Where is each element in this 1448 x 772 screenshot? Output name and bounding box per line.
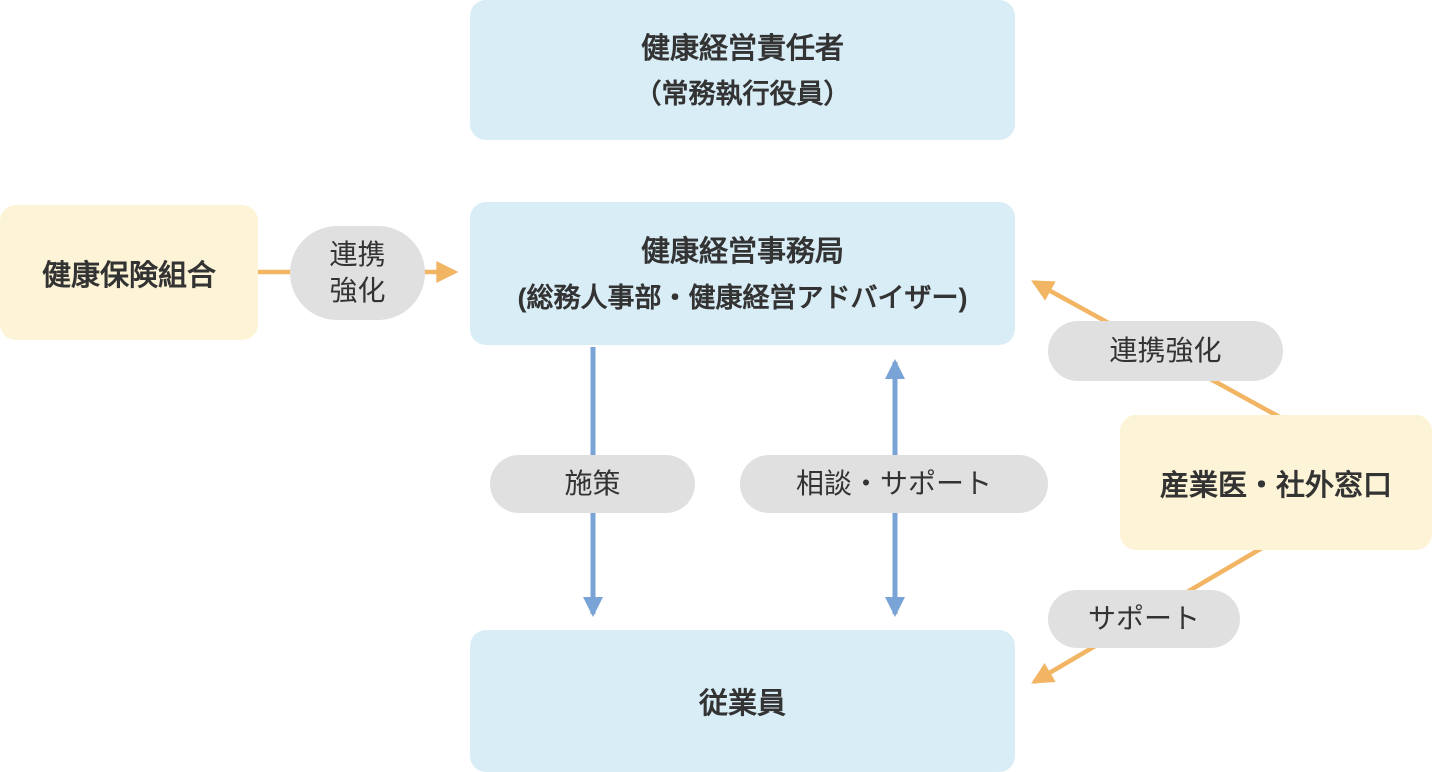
label-cooperation-right: 連携強化: [1048, 321, 1283, 381]
label-support: サポート: [1048, 590, 1240, 648]
label-cooperation-left-line1: 連携: [329, 238, 386, 270]
label-cooperation-right-text: 連携強化: [1109, 334, 1222, 366]
node-health-officer: 健康経営責任者 （常務執行役員）: [470, 0, 1015, 140]
node-office: 健康経営事務局 (総務人事部・健康経営アドバイザー): [470, 202, 1015, 345]
node-employees-label: 従業員: [698, 688, 786, 720]
label-measures-text: 施策: [564, 467, 621, 499]
node-health-officer-subtitle: （常務執行役員）: [634, 79, 851, 110]
node-external-contact-label: 産業医・社外窓口: [1159, 469, 1392, 502]
label-consultation-support-text: 相談・サポート: [795, 467, 992, 499]
label-consultation-support: 相談・サポート: [740, 455, 1048, 513]
node-insurance-union-label: 健康保険組合: [41, 259, 216, 292]
label-cooperation-left-line2: 強化: [329, 275, 386, 306]
node-office-subtitle: (総務人事部・健康経営アドバイザー): [517, 282, 968, 313]
node-employees: 従業員: [470, 630, 1015, 772]
label-support-text: サポート: [1087, 602, 1200, 634]
node-insurance-union: 健康保険組合: [0, 205, 258, 340]
label-cooperation-left: 連携 強化: [290, 226, 425, 320]
node-health-officer-title: 健康経営責任者: [640, 32, 844, 65]
node-office-title: 健康経営事務局: [640, 236, 844, 269]
node-external-contact: 産業医・社外窓口: [1120, 415, 1432, 550]
label-measures: 施策: [490, 455, 695, 513]
